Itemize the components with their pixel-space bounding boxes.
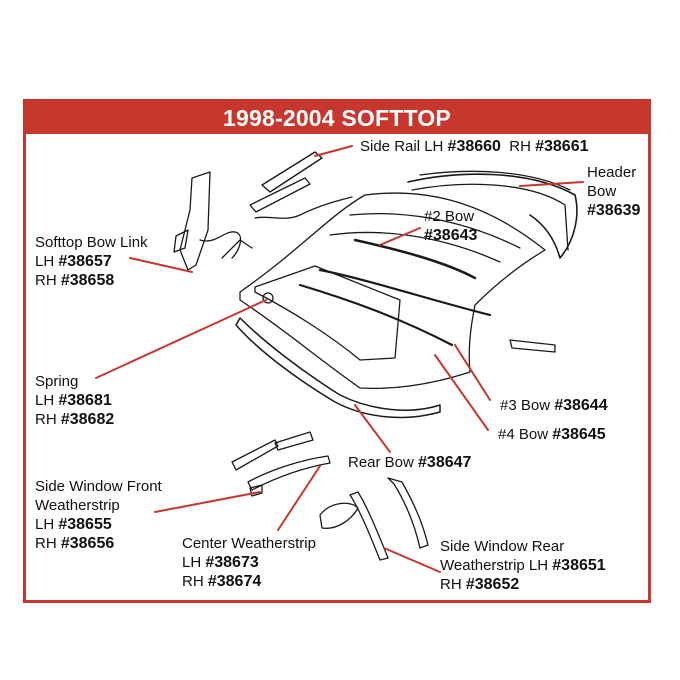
leader-spring <box>95 299 267 379</box>
swr-lh-text: Weatherstrip LH <box>440 557 553 574</box>
spring-rh-pn: #38682 <box>60 411 115 428</box>
header-bow-part <box>407 173 578 259</box>
leader-swf <box>154 491 261 513</box>
label-center-weatherstrip: Center Weatherstrip LH #38673 RH #38674 <box>182 534 316 591</box>
rear-bow-text: Rear Bow <box>348 454 419 471</box>
swf-line2: Weatherstrip <box>35 497 120 514</box>
bow-3-pn: #38644 <box>554 397 608 414</box>
bow-2-text: #2 Bow <box>424 208 475 225</box>
bow-link-part <box>179 171 211 271</box>
bow-4-pn: #38645 <box>552 426 606 443</box>
header-bow-pn: #38639 <box>587 202 641 219</box>
spring-text: Spring <box>35 373 79 390</box>
bow-2-strip <box>353 238 477 280</box>
bow-4-strip <box>298 283 454 347</box>
center-ws-lh-pn: #38673 <box>205 554 259 571</box>
leader-header-bow <box>519 181 584 187</box>
label-bow-2: #2 Bow #38643 <box>424 207 477 245</box>
rear-bow-pn: #38647 <box>418 454 472 471</box>
side-rail-rh-pn: #38661 <box>535 138 589 155</box>
spring-lh-pn: #38681 <box>58 392 112 409</box>
label-bow-3: #3 Bow #38644 <box>500 396 608 415</box>
bow-3-strip <box>318 268 492 317</box>
label-bow-link: Softtop Bow Link LH #38657 RH #38658 <box>35 233 148 290</box>
spring-rh-text: RH <box>35 411 61 428</box>
bow-link-lh-text: LH <box>35 253 59 270</box>
leader-side-rail <box>314 145 353 157</box>
spring-part <box>262 292 274 304</box>
label-side-rail: Side Rail LH #38660 RH #38661 <box>360 137 589 156</box>
swf-rh-text: RH <box>35 535 61 552</box>
bow-link-rh-pn: #38658 <box>60 272 115 289</box>
bow-link-lh-pn: #38657 <box>58 253 112 270</box>
rear-bow-part <box>235 317 441 419</box>
bow-2-pn: #38643 <box>424 227 478 244</box>
title-bar: 1998-2004 SOFTTOP <box>26 102 648 134</box>
header-bow-line1: Header <box>587 164 637 181</box>
label-bow-4: #4 Bow #38645 <box>498 425 606 444</box>
center-ws-line1: Center Weatherstrip <box>182 535 316 552</box>
leader-bow-link <box>129 257 193 273</box>
leader-bow-4 <box>434 354 489 431</box>
side-rail-text: Side Rail LH <box>360 138 448 155</box>
swr-rh-pn: #38652 <box>465 576 520 593</box>
header-bow-line2: Bow <box>587 183 617 200</box>
bow-3-text: #3 Bow <box>500 397 555 414</box>
swf-lh-text: LH <box>35 516 59 533</box>
bow-link-text: Softtop Bow Link <box>35 234 148 251</box>
bow-4-text: #4 Bow <box>498 426 553 443</box>
label-side-window-rear: Side Window Rear Weatherstrip LH #38651 … <box>440 537 606 594</box>
swr-line1: Side Window Rear <box>440 538 565 555</box>
diagram-title: 1998-2004 SOFTTOP <box>223 104 451 131</box>
swr-lh-pn: #38651 <box>552 557 606 574</box>
rear-window <box>254 265 401 361</box>
side-window-front-ws <box>231 439 279 471</box>
center-ws-rh-pn: #38674 <box>207 573 262 590</box>
swf-rh-pn: #38656 <box>60 535 115 552</box>
label-side-window-front: Side Window Front Weatherstrip LH #38655… <box>35 477 162 553</box>
bow-link-rh-text: RH <box>35 272 61 289</box>
leader-swr <box>383 547 441 573</box>
side-rail-rh-text: RH <box>500 138 536 155</box>
leader-center-ws <box>277 465 321 531</box>
leader-bow-3 <box>454 344 491 401</box>
leader-bow-2 <box>379 227 421 246</box>
side-window-rear-ws <box>349 491 389 561</box>
label-rear-bow: Rear Bow #38647 <box>348 453 471 472</box>
side-rail-lh-pn: #38660 <box>447 138 501 155</box>
swf-lh-pn: #38655 <box>58 516 112 533</box>
label-header-bow: Header Bow #38639 <box>587 163 640 220</box>
swf-line1: Side Window Front <box>35 478 162 495</box>
softtop-outline <box>239 192 546 390</box>
center-ws-lh-text: LH <box>182 554 206 571</box>
side-rail-part <box>261 151 323 193</box>
swr-rh-text: RH <box>440 576 466 593</box>
label-spring: Spring LH #38681 RH #38682 <box>35 372 114 429</box>
center-ws-rh-text: RH <box>182 573 208 590</box>
leader-rear-bow <box>354 404 391 453</box>
spring-lh-text: LH <box>35 392 59 409</box>
